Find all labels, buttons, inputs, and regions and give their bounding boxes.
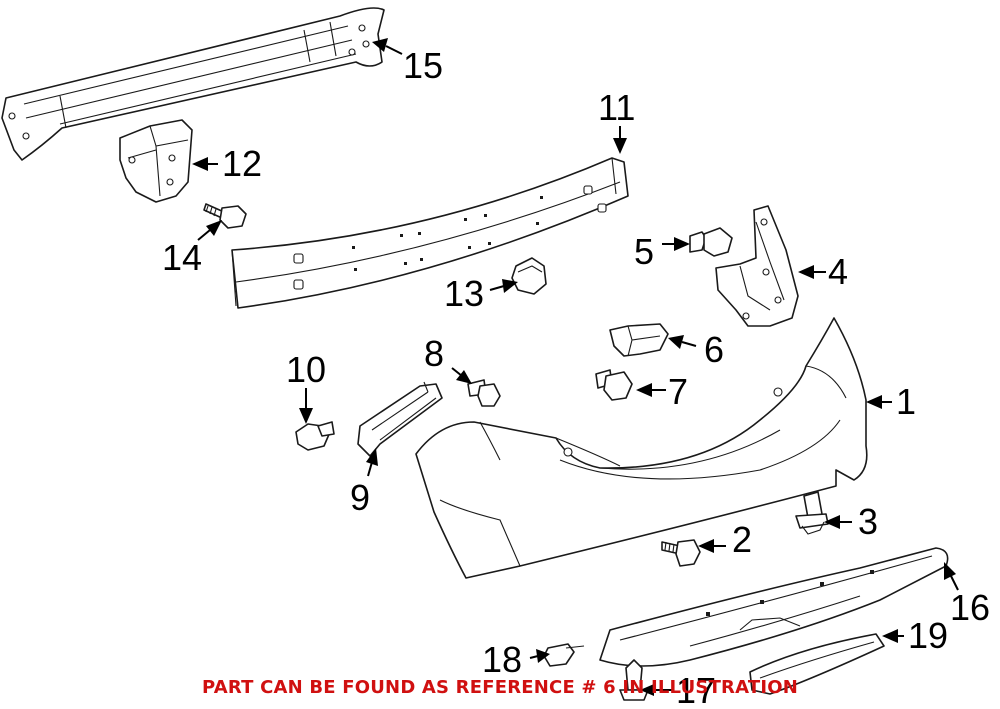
part-1-bumper-cover — [415, 317, 868, 579]
callout-11: 11 — [598, 87, 635, 128]
part-7-clip — [595, 369, 633, 401]
callout-6: 6 — [704, 329, 724, 370]
callout-10: 10 — [286, 349, 326, 390]
callout-2: 2 — [732, 519, 752, 560]
part-5-clip — [689, 227, 733, 257]
reference-note: PART CAN BE FOUND AS REFERENCE # 6 IN IL… — [202, 677, 798, 698]
part-4-side-bracket — [715, 205, 799, 327]
leader-lines — [192, 38, 959, 696]
callout-12: 12 — [222, 143, 262, 184]
part-18-clip — [543, 643, 585, 667]
callout-16: 16 — [950, 587, 990, 628]
part-12-bracket — [119, 119, 193, 203]
part-9-side-retainer — [357, 381, 443, 457]
part-14-bolt — [203, 203, 247, 229]
part-8-clip — [467, 379, 501, 407]
callout-17: 17 — [676, 670, 716, 709]
part-15-reinforcement-beam — [1, 7, 385, 161]
callout-1: 1 — [896, 381, 916, 422]
part-19-reflector — [749, 633, 885, 695]
callout-13: 13 — [444, 273, 484, 314]
callout-5: 5 — [634, 231, 654, 272]
part-11-reinforcement-bar — [231, 157, 629, 309]
callout-7: 7 — [668, 371, 688, 412]
callout-numbers: 15 11 12 14 5 4 13 6 8 10 7 1 9 3 2 16 1… — [162, 45, 990, 709]
callout-4: 4 — [828, 251, 848, 292]
part-13-nut — [511, 257, 547, 295]
callout-15: 15 — [403, 45, 443, 86]
part-2-bolt — [661, 539, 701, 567]
callout-18: 18 — [482, 639, 522, 680]
callout-8: 8 — [424, 333, 444, 374]
callout-14: 14 — [162, 237, 202, 278]
callout-19: 19 — [908, 615, 948, 656]
part-3-clip — [795, 491, 829, 535]
callout-3: 3 — [858, 501, 878, 542]
part-17-clip — [619, 659, 649, 701]
part-6-bracket — [609, 323, 669, 357]
callout-9: 9 — [350, 477, 370, 518]
part-16-lower-valance — [599, 547, 949, 667]
part-10-clip — [295, 421, 335, 451]
